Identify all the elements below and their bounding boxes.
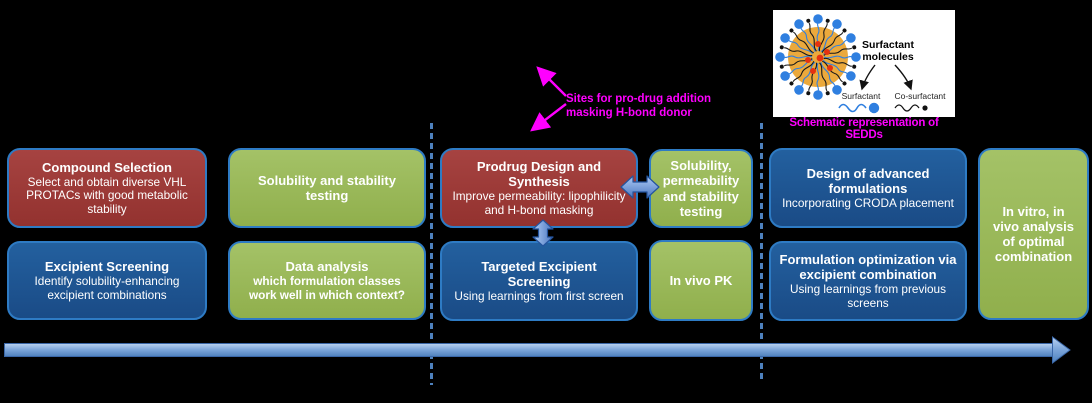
box-targeted-excipient-screening: Targeted Excipient Screening Using learn…	[440, 241, 638, 321]
double-arrow-horizontal-icon	[620, 175, 660, 199]
box-title: In vivo PK	[669, 272, 733, 288]
box-compound-selection: Compound Selection Select and obtain div…	[7, 148, 207, 228]
micelle-illustration-icon	[774, 13, 862, 100]
timeline-arrow	[4, 336, 1071, 364]
surfactant-molecules-label: Surfactant molecules	[862, 39, 914, 63]
box-title: Targeted Excipient Screening	[481, 258, 597, 289]
box-title: Design of advanced formulations	[806, 165, 930, 196]
double-arrow-vertical-icon	[532, 219, 554, 247]
co-surfactant-tail-icon	[894, 104, 928, 112]
box-title: Solubility and stability testing	[258, 172, 396, 203]
prodrug-sites-note-line2: masking H-bond donor	[566, 107, 692, 120]
box-title: Prodrug Design and Synthesis	[476, 158, 602, 189]
box-title: Excipient Screening	[44, 258, 170, 274]
box-title: In vitro, in vivo analysis of optimal co…	[993, 203, 1074, 265]
phase-divider-2	[760, 123, 763, 381]
box-title: Solubility, permeability and stability t…	[662, 158, 740, 219]
box-formulation-optimization: Formulation optimization via excipient c…	[769, 241, 967, 321]
annotation-arrows-icon	[530, 66, 567, 132]
box-body: Incorporating CRODA placement	[782, 195, 954, 210]
box-excipient-screening: Excipient Screening Identify solubility-…	[7, 241, 207, 320]
surfactant-label: Surfactant	[841, 91, 881, 101]
box-advanced-formulations: Design of advanced formulations Incorpor…	[769, 148, 967, 228]
box-title: Compound Selection	[42, 159, 172, 175]
box-body: Using learnings from previous screens	[789, 282, 947, 310]
box-final-analysis: In vitro, in vivo analysis of optimal co…	[978, 148, 1089, 320]
box-body: Select and obtain diverse VHL PROTACs wi…	[26, 174, 188, 216]
box-solubility-permeability-testing: Solubility, permeability and stability t…	[649, 149, 753, 228]
box-body: Improve permeability: lipophilicity and …	[452, 189, 626, 217]
prodrug-sites-note-line1: Sites for pro-drug addition	[566, 93, 712, 105]
box-title: Formulation optimization via excipient c…	[779, 251, 957, 282]
box-in-vivo-pk: In vivo PK	[649, 240, 753, 321]
box-title: Data analysis	[285, 258, 369, 274]
box-body: Using learnings from first screen	[454, 288, 624, 303]
surfactant-tail-icon	[838, 102, 880, 114]
box-data-analysis: Data analysis which formulation classes …	[228, 241, 426, 320]
pointer-arrows-icon	[859, 64, 913, 91]
box-body: Identify solubility-enhancing excipient …	[34, 273, 180, 302]
box-prodrug-design: Prodrug Design and Synthesis Improve per…	[440, 148, 638, 228]
sedds-caption: Schematic representation of SEDDs	[789, 117, 939, 141]
prodrug-sites-note: Sites for pro-drug addition masking H-bo…	[566, 92, 726, 120]
box-solubility-stability-testing: Solubility and stability testing	[228, 148, 426, 228]
phase-divider-1	[430, 123, 433, 385]
sedds-schematic-panel: Surfactant molecules Surfactant Co-surfa…	[773, 10, 955, 117]
box-body: which formulation classes work well in w…	[248, 273, 405, 302]
co-surfactant-label: Co-surfactant	[894, 91, 946, 101]
